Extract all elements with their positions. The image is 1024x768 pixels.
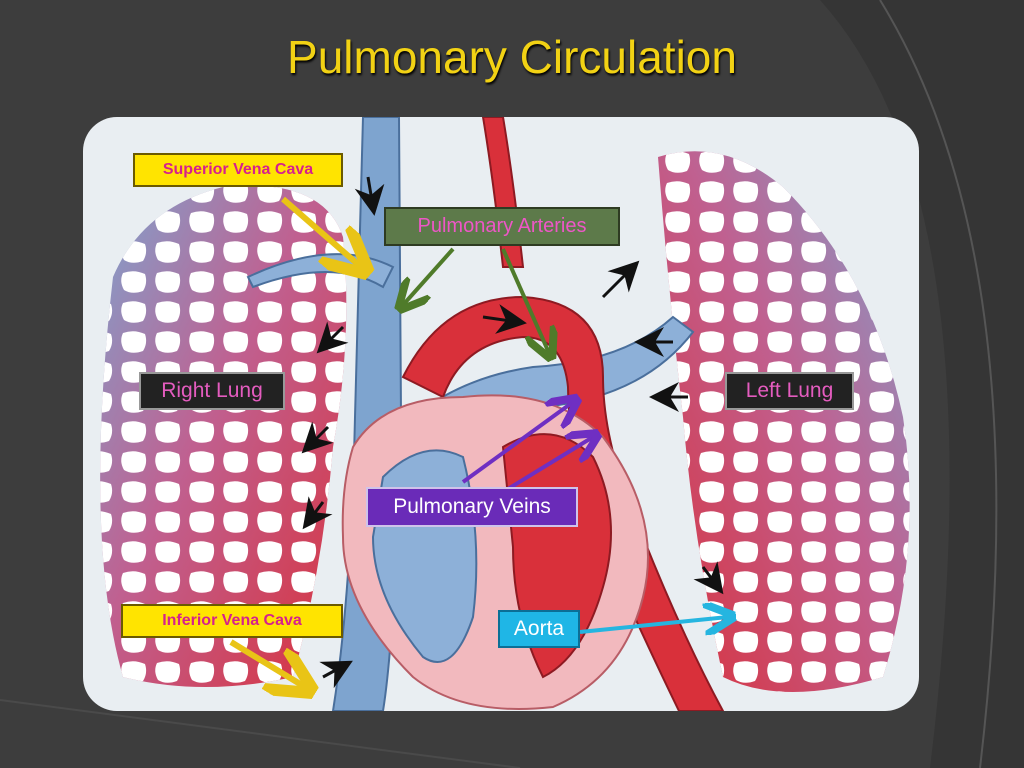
inferior-vena-cava-pointer — [229, 639, 305, 687]
pulmonary-vein-pointer-upper — [461, 402, 573, 484]
superior-vena-cava-pointer — [281, 196, 361, 267]
right-lung-shape — [100, 185, 347, 688]
pulmonary-arteries-label: Pulmonary Arteries — [384, 207, 620, 246]
aorta-label: Aorta — [498, 610, 580, 648]
left-lung-label: Left Lung — [725, 372, 854, 410]
pulmonary-veins-label: Pulmonary Veins — [366, 487, 578, 527]
aorta-pointer — [579, 617, 728, 632]
slide-title: Pulmonary Circulation — [287, 31, 737, 83]
inferior-vena-cava-label: Inferior Vena Cava — [121, 604, 343, 638]
left-lung-shape — [658, 151, 910, 692]
right-lung-label: Right Lung — [139, 372, 285, 410]
superior-vena-cava-label: Superior Vena Cava — [133, 153, 343, 187]
pulmonary-artery-pointer-left — [403, 247, 455, 305]
pulmonary-artery-pointer-right — [501, 248, 549, 353]
pulmonary-vein-pointer-lower — [501, 437, 593, 494]
